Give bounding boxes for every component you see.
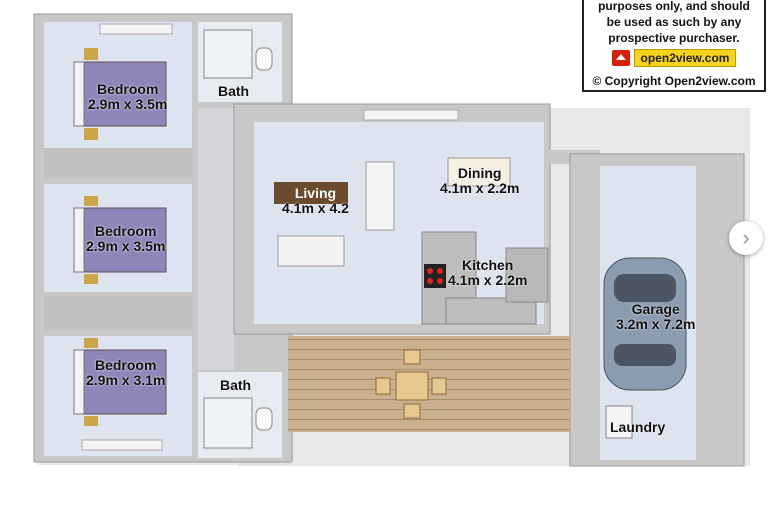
room-dimensions: 4.1m x 4.2	[282, 200, 349, 217]
room-dimensions: 2.9m x 3.5m	[86, 238, 166, 255]
chevron-right-icon: ›	[742, 225, 750, 250]
room-dimensions: 4.1m x 2.2m	[448, 272, 528, 289]
label-laundry: Laundry	[610, 419, 666, 435]
bed-3	[79, 349, 167, 415]
fridge	[365, 161, 395, 231]
room-name: Kitchen	[462, 257, 514, 273]
bed-1	[79, 61, 167, 127]
label-bedroom-1: Bedroom 2.9m x 3.5m	[88, 81, 168, 113]
shower-2	[203, 397, 253, 449]
copyright-text: © Copyright Open2view.com	[592, 74, 756, 88]
house-icon	[611, 50, 630, 66]
room-hallway	[198, 108, 234, 370]
label-dining: Dining 4.1m x 2.2m	[440, 165, 520, 197]
label-bath-2: Bath	[220, 377, 252, 393]
disclaimer-box: purposes only, and should be used as suc…	[582, 0, 766, 92]
disclaimer-line-3: prospective purchaser.	[608, 31, 740, 45]
room-name: Bedroom	[94, 223, 157, 239]
room-name: Bedroom	[94, 357, 157, 373]
room-name: Bath	[220, 377, 252, 393]
brand-logo[interactable]: open2view.com	[611, 49, 737, 67]
room-name: Bath	[218, 83, 250, 99]
room-name: Dining	[457, 165, 502, 181]
room-dimensions: 4.1m x 2.2m	[440, 180, 520, 197]
tv-unit	[274, 182, 348, 204]
label-bedroom-2: Bedroom 2.9m x 3.5m	[86, 223, 166, 255]
bed-2	[79, 207, 167, 273]
room-dimensions: 2.9m x 3.5m	[88, 96, 168, 113]
label-garage: Garage 3.2m x 7.2m	[616, 301, 696, 333]
laundry-tub	[605, 405, 633, 439]
brand-name: open2view.com	[633, 49, 737, 67]
room-name: Living	[294, 185, 337, 201]
dining-table	[447, 157, 511, 187]
sofa	[277, 235, 345, 267]
room-dimensions: 2.9m x 3.1m	[86, 372, 166, 389]
next-image-button[interactable]: ›	[729, 221, 763, 255]
room-name: Laundry	[610, 419, 666, 435]
cooktop	[424, 264, 446, 288]
room-living	[254, 122, 544, 324]
room-name: Bedroom	[96, 81, 159, 97]
room-dimensions: 3.2m x 7.2m	[616, 316, 696, 333]
disclaimer-line-2: be used as such by any	[606, 15, 742, 29]
label-bath-1: Bath	[218, 83, 250, 99]
label-kitchen: Kitchen 4.1m x 2.2m	[448, 257, 528, 289]
room-name: Garage	[631, 301, 680, 317]
shower-1	[203, 29, 253, 79]
label-bedroom-3: Bedroom 2.9m x 3.1m	[86, 357, 166, 389]
disclaimer-line-1: purposes only, and should	[598, 0, 750, 13]
outdoor-table	[395, 371, 429, 401]
deck	[288, 336, 570, 432]
label-living: Living 4.1m x 4.2	[282, 185, 349, 217]
